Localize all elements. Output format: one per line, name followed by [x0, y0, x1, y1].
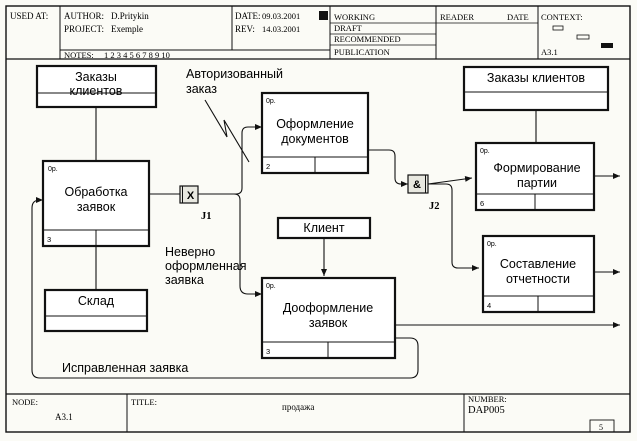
date-label: DATE: — [235, 11, 261, 21]
diagram-title: продажа — [282, 402, 314, 412]
box-tag: 0р. — [48, 166, 58, 173]
junction-j2[interactable]: & — [407, 174, 429, 194]
box-sklad-label: Склад — [78, 294, 115, 308]
arrows — [31, 99, 620, 379]
project-label: PROJECT: — [64, 24, 104, 34]
node-label: NODE: — [12, 397, 38, 407]
project-value: Exemple — [111, 24, 143, 34]
context-label: CONTEXT: — [541, 12, 583, 22]
box-tag: 0р. — [266, 283, 276, 290]
arrow-j1-to-oformlenie — [198, 124, 262, 195]
box-obrabotka-number: 3 — [47, 235, 51, 244]
box-zakazy-klientov-right[interactable]: Заказы клиентов — [462, 65, 610, 112]
status-working: WORKING — [334, 12, 375, 22]
notes-label: NOTES: — [64, 50, 94, 60]
junction-j1-symbol: X — [187, 190, 195, 202]
header-block: USED AT: AUTHOR: D.Pritykin PROJECT: Exe… — [6, 6, 630, 60]
arrow-oformlenie-to-j2 — [368, 149, 408, 187]
arrow-j1-to-dooformlenie — [198, 193, 262, 297]
box-sklad[interactable]: Склад — [43, 288, 149, 333]
footer-block: NODE: A3.1 TITLE: продажа NUMBER: DAP005… — [6, 393, 630, 433]
status-draft: DRAFT — [334, 23, 363, 33]
box-oformlenie-number: 2 — [266, 162, 270, 171]
status-recommended: RECOMMENDED — [334, 34, 401, 44]
reader-date-label: DATE — [507, 12, 529, 22]
number-value: DAP005 — [468, 405, 505, 416]
number-label: NUMBER: — [468, 394, 507, 404]
rev-label: REV: — [235, 24, 255, 34]
arrow-feedback-ispravlennaya — [31, 197, 419, 379]
box-tag: 0р. — [266, 98, 276, 105]
context-node: A3.1 — [541, 47, 558, 57]
status-publication: PUBLICATION — [334, 47, 390, 57]
title-label: TITLE: — [131, 397, 157, 407]
junction-j2-symbol: & — [413, 179, 421, 191]
author-value: D.Pritykin — [111, 11, 149, 21]
rev-value: 14.03.2001 — [262, 24, 300, 34]
box-zakazy-klientov-right-label: Заказы клиентов — [487, 71, 586, 85]
reader-label: READER — [440, 12, 474, 22]
working-marker — [319, 11, 328, 20]
box-klient-label: Клиент — [303, 221, 344, 235]
junction-j1[interactable]: X — [179, 185, 199, 204]
box-tag: 0р. — [480, 148, 490, 155]
arrow-j2-to-sostavlenie — [428, 183, 479, 271]
junction-j1-label: J1 — [201, 211, 212, 222]
page-frame — [5, 5, 631, 433]
notes-value: 1 2 3 4 5 6 7 8 9 10 — [104, 50, 170, 60]
used-at-label: USED AT: — [10, 11, 48, 21]
page-number: 5 — [599, 423, 603, 432]
author-label: AUTHOR: — [64, 11, 104, 21]
arrow-j2-to-formirovanie — [427, 175, 473, 185]
label-ispravlennaya-zayavka: Исправленная заявка — [62, 361, 188, 375]
box-formirovanie-number: 6 — [480, 199, 484, 208]
context-thumbnail-icon — [552, 25, 613, 48]
date-value: 09.03.2001 — [262, 11, 300, 21]
node-value: A3.1 — [55, 412, 73, 422]
box-tag: 0р. — [487, 241, 497, 248]
box-klient[interactable]: Клиент — [276, 216, 372, 240]
box-dooformlenie-number: 3 — [266, 347, 270, 356]
junction-j2-label: J2 — [429, 201, 440, 212]
box-sostavlenie-number: 4 — [487, 301, 491, 310]
label-squiggle-avtor — [204, 99, 250, 163]
